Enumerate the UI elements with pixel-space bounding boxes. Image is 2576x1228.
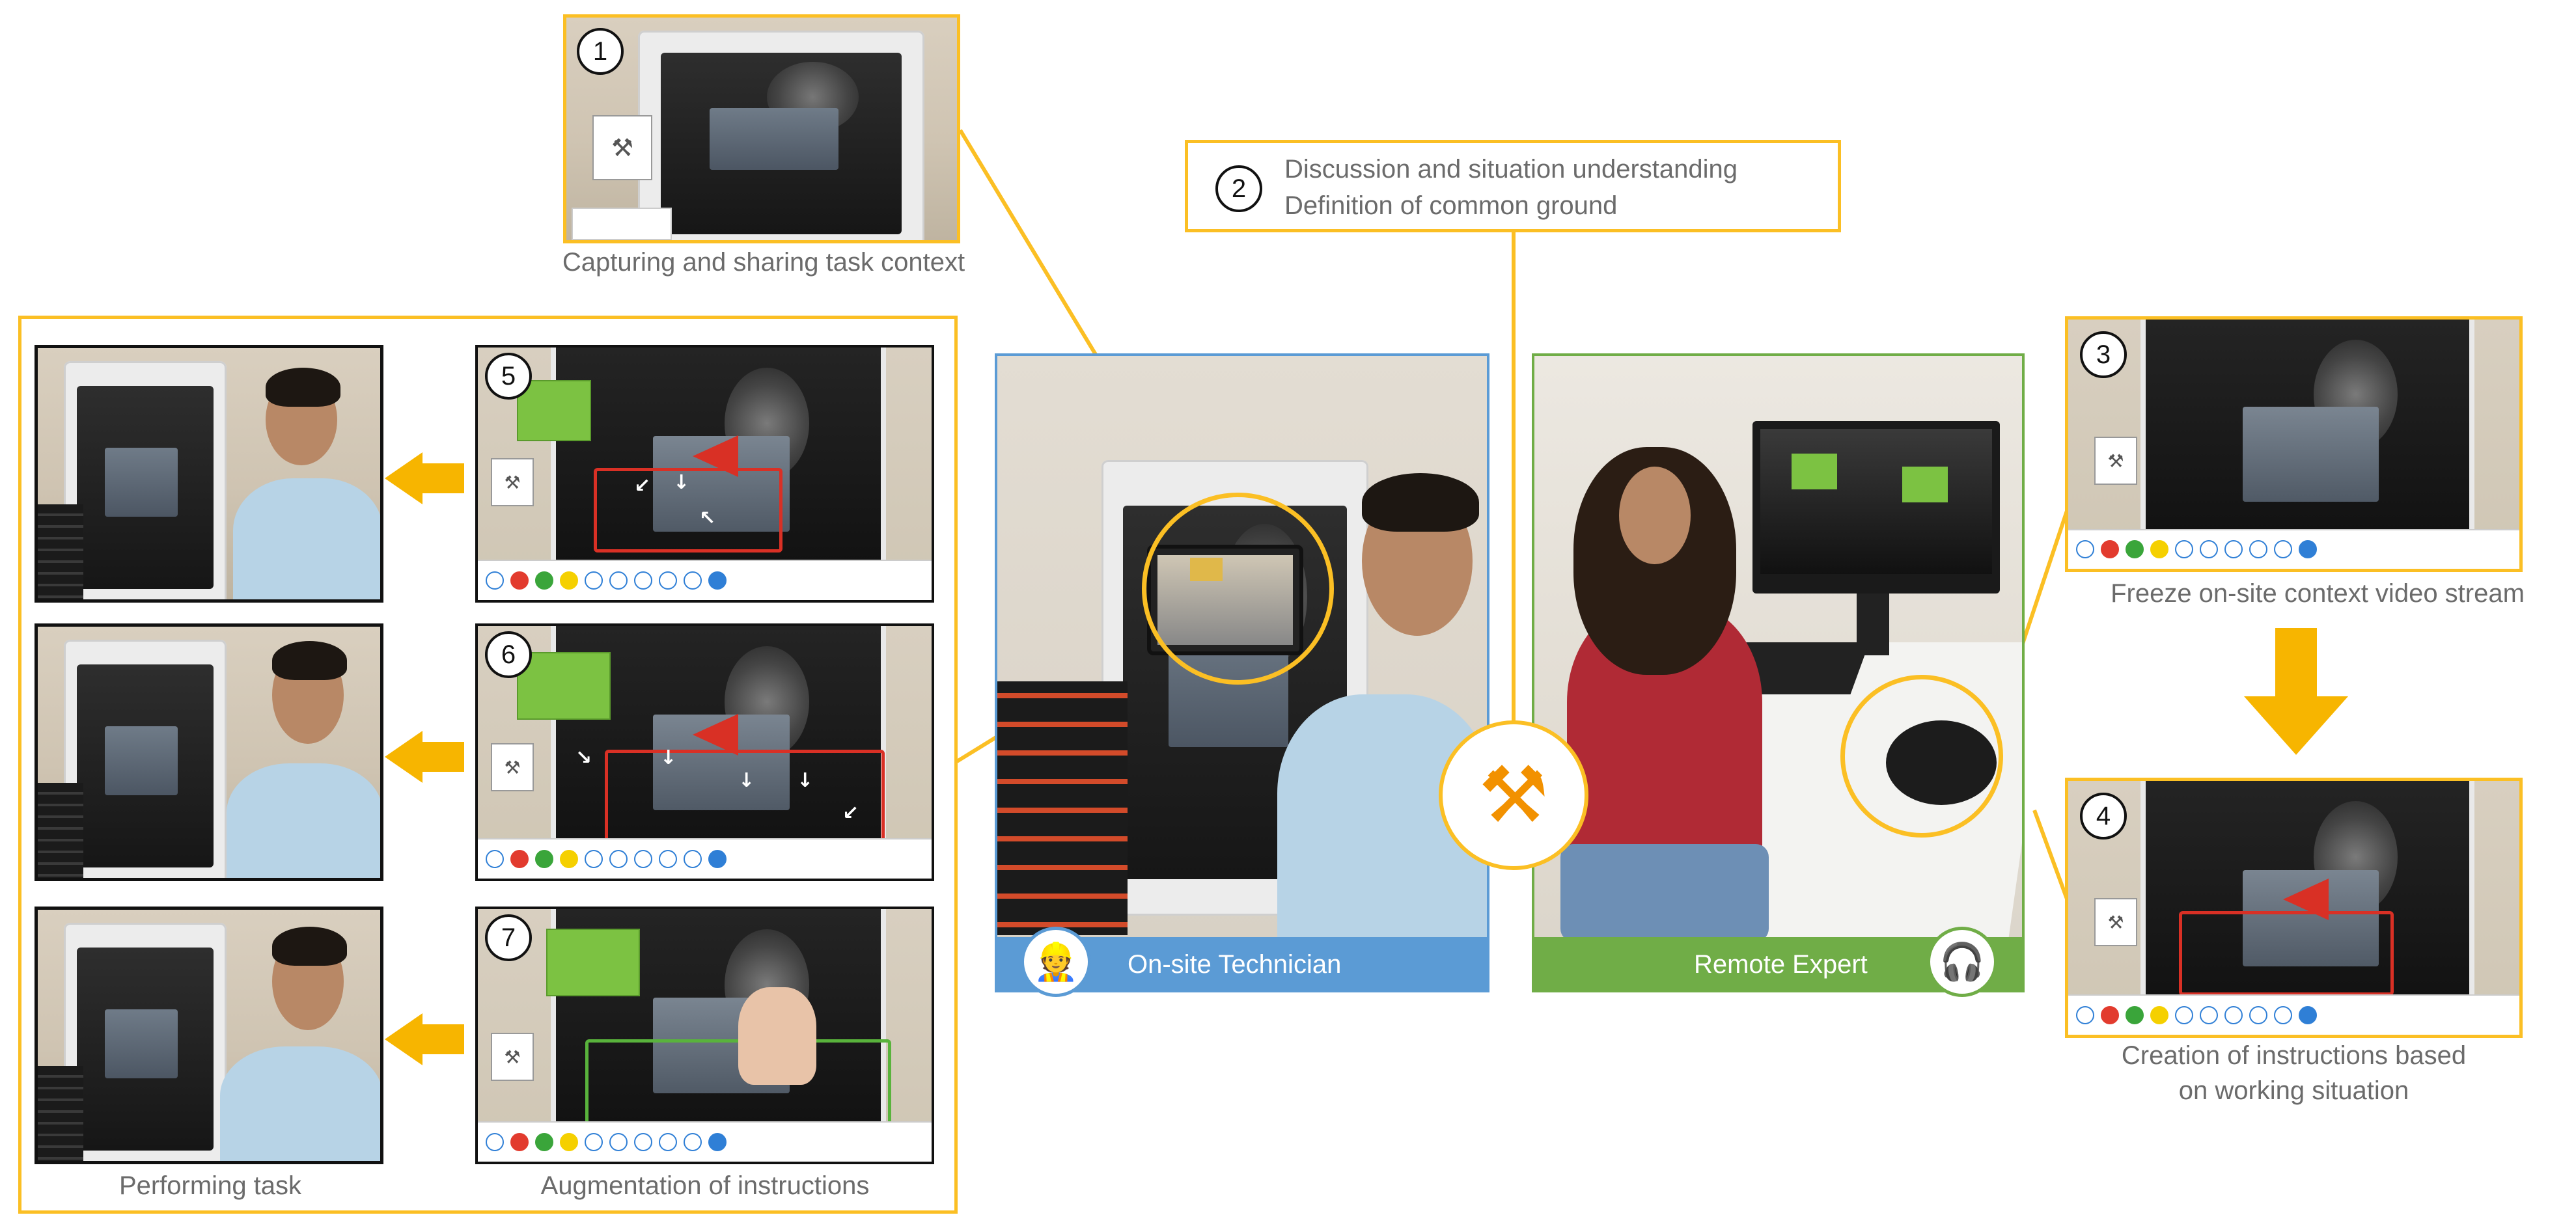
step5-note — [517, 380, 591, 441]
performing-photo-2 — [35, 623, 383, 881]
worker-icon: 👷 — [1021, 927, 1091, 997]
step1-white-strip — [572, 208, 672, 240]
down-arrow — [2244, 628, 2348, 755]
step6-number: 6 — [485, 631, 532, 678]
performing-caption: Performing task — [118, 1171, 302, 1200]
step2-line2: Definition of common ground — [1284, 191, 1618, 220]
tools-icon: ⚒ — [1439, 720, 1588, 870]
step7-note — [546, 929, 640, 996]
performing-photo-1 — [35, 345, 383, 603]
step3-frame: ⚒ 3 — [2065, 316, 2523, 572]
augmentation-caption: Augmentation of instructions — [540, 1171, 870, 1200]
performing-photo-3 — [35, 907, 383, 1164]
arrow-left-2 — [385, 731, 422, 783]
arrow-left-3 — [385, 1013, 422, 1065]
arrow-left-1 — [385, 452, 422, 504]
step6-screen: ⚒ ↘ ↓ ↓ ↓ ↙ — [475, 623, 934, 881]
step2-box: 2 Discussion and situation understanding… — [1185, 140, 1841, 232]
step5-screen: ⚒ ↙ ↓ ↖ — [475, 345, 934, 603]
step1-tools-badge: ⚒ — [592, 115, 652, 180]
expert-panel: Remote Expert — [1532, 353, 2025, 992]
step2-number: 2 — [1215, 165, 1262, 212]
step1-caption: Capturing and sharing task context — [562, 248, 965, 277]
step4-caption-line2: on working situation — [2178, 1076, 2409, 1105]
step5-number: 5 — [485, 353, 532, 400]
step1-photo: ⚒ — [566, 18, 957, 240]
technician-panel: On-site Technician — [995, 353, 1489, 992]
step4-caption-line1: Creation of instructions based — [2121, 1041, 2467, 1070]
technician-label: On-site Technician — [1128, 950, 1342, 979]
expert-label: Remote Expert — [1694, 950, 1868, 979]
step7-screen: ⚒ — [475, 907, 934, 1164]
step4-screen: ⚒ — [2068, 781, 2519, 1035]
step3-screen: ⚒ — [2068, 320, 2519, 569]
step2-line1: Discussion and situation understanding — [1284, 155, 1738, 184]
step3-number: 3 — [2080, 331, 2127, 378]
step1-frame: ⚒ 1 — [563, 14, 960, 243]
headset-icon: 🎧 — [1927, 927, 1997, 997]
step6-note — [517, 652, 611, 720]
expert-monitor — [1752, 421, 2000, 594]
left-panel: ⚒ ↙ ↓ ↖ 5 ⚒ ↘ ↓ ↓ ↓ ↙ 6 ⚒ 7 Performing t… — [18, 316, 958, 1214]
step3-caption: Freeze on-site context video stream — [2111, 579, 2525, 608]
step7-hand — [738, 987, 816, 1085]
expert-zoom-ring — [1840, 675, 2003, 838]
step4-frame: ⚒ 4 — [2065, 778, 2523, 1038]
connector-mouse-step4 — [2032, 809, 2072, 909]
technician-zoom-ring — [1142, 493, 1334, 685]
step7-number: 7 — [485, 914, 532, 961]
step4-number: 4 — [2080, 793, 2127, 839]
step1-number: 1 — [577, 28, 624, 75]
